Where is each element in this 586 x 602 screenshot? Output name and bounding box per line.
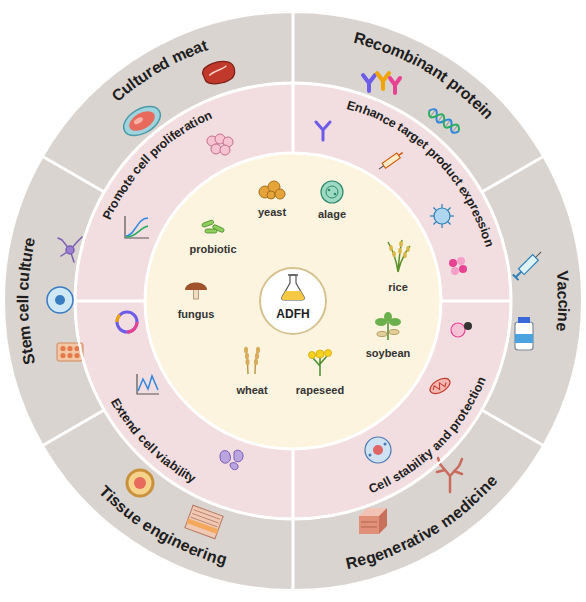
tissue-block-icon	[359, 508, 387, 534]
application-label: Tissue engineering	[94, 481, 233, 571]
mushroom-icon	[185, 283, 207, 300]
center-title: ADFH	[261, 307, 325, 321]
virus-icon	[430, 204, 454, 228]
glyph: c	[13, 281, 33, 291]
mitochondria-icon	[427, 375, 452, 396]
soybean-icon	[375, 312, 401, 340]
rapeseed-icon	[309, 350, 332, 377]
algae-icon	[321, 181, 343, 203]
cell-icon	[365, 437, 391, 463]
small-syringe-icon	[377, 150, 404, 172]
ring-dividers	[43, 12, 544, 590]
source-label: wheat	[236, 384, 267, 396]
source-label: soybean	[366, 347, 411, 359]
protein-knot-icon	[449, 257, 467, 275]
yeast-icon	[259, 181, 285, 199]
graph-icon	[137, 374, 159, 394]
source-label: probiotic	[189, 243, 236, 255]
source-label: fungus	[178, 308, 215, 320]
sector-outline-path	[43, 12, 293, 192]
growth-curve-icon	[125, 216, 149, 238]
function-label: Cell stability and protection	[364, 372, 489, 498]
glyph: c	[553, 299, 573, 308]
rice-icon	[388, 240, 410, 272]
petri-dish-icon	[119, 101, 166, 142]
source-label: rapeseed	[296, 384, 344, 396]
glyph	[13, 290, 33, 295]
inner-disc	[145, 153, 441, 449]
glyph: l	[13, 299, 33, 303]
source-label: rice	[388, 281, 408, 293]
source-label: yeast	[258, 206, 286, 218]
application-label: Stem cell culture	[12, 231, 41, 371]
sector-outline-path	[293, 83, 511, 301]
glyph: c	[13, 312, 33, 322]
plasmid-icon	[117, 312, 137, 332]
application-label: Cultured meat	[107, 36, 215, 107]
protein-icon	[363, 73, 400, 93]
center-circle: ADFH	[259, 267, 327, 335]
middle-ring	[75, 83, 511, 519]
sector-outline-path	[75, 83, 293, 301]
vessel-section-icon	[127, 470, 153, 496]
steak-icon	[201, 58, 237, 87]
glyph: m	[14, 325, 36, 341]
wheat-icon	[244, 347, 260, 374]
sector-outline-path	[293, 410, 543, 590]
outer-ring	[4, 12, 582, 590]
vessel-tree-icon	[437, 458, 462, 492]
function-label: Extend cell viability	[107, 394, 201, 487]
sector-outline-path	[43, 410, 293, 590]
application-label: Vaccine	[551, 265, 574, 338]
probiotic-icon	[202, 220, 225, 233]
glyph: l	[13, 295, 33, 300]
vial-icon	[515, 317, 533, 350]
glyph: u	[14, 271, 35, 283]
glyph: V	[551, 270, 572, 282]
syringe-icon	[513, 249, 544, 280]
function-label: Enhance target product expression	[343, 97, 498, 252]
stem-cell-icon	[47, 287, 73, 313]
sector-outline-path	[293, 301, 511, 519]
antibody-icon	[316, 122, 330, 140]
sector-outline-path	[293, 12, 543, 192]
function-label: Promote cell proliferation	[99, 107, 216, 224]
glyph: e	[551, 321, 572, 332]
glyph: a	[552, 281, 572, 291]
cells-icon	[220, 450, 243, 469]
source-label: alage	[318, 208, 346, 220]
sector-outline-path	[75, 301, 293, 519]
dna-icon	[427, 107, 462, 135]
cell-cluster-icon	[207, 134, 233, 155]
glyph: c	[553, 290, 573, 299]
sphere-icon	[451, 322, 472, 337]
application-label: Regenerative medicine	[340, 470, 502, 574]
tissue-layers-icon	[185, 505, 223, 538]
flask-icon	[282, 275, 305, 300]
glyph: e	[13, 303, 33, 312]
center-disc	[259, 267, 327, 335]
glyph: n	[552, 312, 573, 323]
